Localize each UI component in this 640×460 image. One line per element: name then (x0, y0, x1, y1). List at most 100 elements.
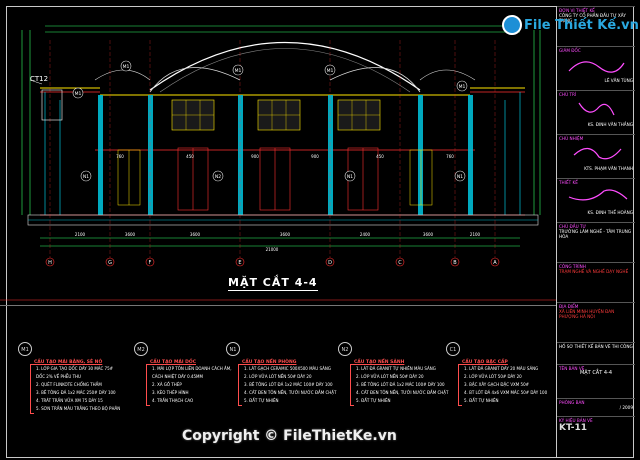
grid-axis-bubble (45, 257, 55, 267)
dimension-label: 3600 (423, 232, 434, 237)
dimension-label: 2100 (470, 232, 481, 237)
grid-axis-bubble (235, 257, 245, 267)
dimension-label: 3600 (280, 232, 291, 237)
spec-line: DỐC 2% VỀ PHỄU THU (36, 374, 81, 379)
spec-line: 1. MÁI LỢP TÔN LIÊN DOANH CÁCH ÂM, (152, 366, 232, 371)
material-tag-label: N1 (457, 174, 463, 180)
grid-axis-bubble (450, 257, 460, 267)
material-tag-bubble (456, 80, 468, 92)
spec-line: 4. BT LÓT ĐÁ 4x6 VXM MÁC 50# DÀY 100 (464, 390, 548, 395)
material-tag-bubble (324, 64, 336, 76)
grid-axis-label: H (48, 260, 52, 266)
spec-line: 2. XÀ GỒ THÉP (152, 382, 182, 387)
grid-axis-bubble (490, 257, 500, 267)
grid-axis-bubble (395, 257, 405, 267)
opening-dimension-label: 900 (311, 154, 319, 159)
spec-bracket (146, 364, 150, 406)
material-tag-bubble (212, 170, 224, 182)
opening-dimension-label: 900 (251, 154, 259, 159)
spec-line: 1. LÁT ĐÁ GRANIT TỰ NHIÊN MÀU SÁNG (356, 366, 436, 371)
spec-tag-bubble: M1 (18, 342, 32, 356)
spec-tag-bubble: N2 (338, 342, 352, 356)
spec-bracket (458, 364, 462, 406)
grid-axis-label: D (328, 260, 332, 266)
spec-heading: CẤU TẠO NỀN PHÒNG (242, 360, 297, 365)
material-tag-label: N2 (215, 174, 221, 180)
tb-stage: HỒ SƠ THIẾT KẾ BẢN VẼ THI CÔNG (557, 342, 635, 364)
spec-tag-bubble: M2 (134, 342, 148, 356)
opening-dimension-label: 760 (116, 154, 124, 159)
grid-axis-label: E (238, 260, 241, 266)
spec-line: 2. LỚP VỮA LÓT 50# DÀY 20 (464, 374, 522, 379)
grid-axis-bubble (105, 257, 115, 267)
spec-line: 3. BẬC XÂY GẠCH ĐẶC VXM 50# (464, 382, 529, 387)
drawing-frame (6, 6, 634, 458)
material-tag-bubble (344, 170, 356, 182)
opening-dimension-label: 450 (186, 154, 194, 159)
spec-line: 5. ĐẤT TỰ NHIÊN (244, 398, 279, 403)
material-tag-label: N1 (347, 174, 353, 180)
material-tag-label: M1 (75, 91, 82, 97)
spec-line: 3. KÈO THÉP HÌNH (152, 390, 189, 395)
dimension-label: 2400 (360, 232, 371, 237)
ct12-callout-label: CT12 (30, 75, 49, 83)
ct12-callout-box (41, 89, 63, 121)
opening-dimension-label: 450 (376, 154, 384, 159)
grid-axis-label: B (453, 260, 457, 266)
tb-date: PHÒNG BAN/ 2009 (557, 398, 635, 416)
grid-axis-label: C (398, 260, 402, 266)
grid-axis-label: A (493, 260, 497, 266)
spec-heading: CẤU TẠO MÁI DỐC (150, 360, 197, 365)
spec-tag-bubble: N1 (226, 342, 240, 356)
dimension-label: 3600 (125, 232, 136, 237)
site-logo[interactable]: File Thiết Kế.vn (498, 12, 639, 40)
spec-line: CÁCH NHIỆT DÀY 0.45MM (152, 374, 203, 379)
material-tag-bubble (120, 60, 132, 72)
spec-line: 2. LỚP VỮA LÓT NỀN 50# DÀY 20 (356, 374, 424, 379)
material-tag-label: M1 (327, 68, 334, 74)
spec-line: 1. LỚP GIA TẠO DỐC DÀY 30 MÁC 75# (36, 366, 113, 371)
spec-line: 4. CÁT ĐEN TÔN NỀN, TƯỚI NƯỚC ĐẦM CHẶT (356, 390, 449, 395)
spec-line: 4. TRÁT TRẦN VỮA XM 75 DÀY 15 (36, 398, 103, 403)
spec-bracket (238, 364, 242, 406)
spec-line: 1. LÁT ĐÁ GRANIT DÀY 20 MÀU SÁNG (464, 366, 539, 371)
spec-line: 5. SƠN TRẦN MÀU TRẮNG THEO BỘ PHÂN (36, 406, 121, 411)
spec-heading: CẤU TẠO BẬC CẤP (462, 360, 508, 365)
spec-line: 3. BÊ TÔNG LÓT ĐÁ 1x2 MÁC 100# DÀY 100 (356, 382, 445, 387)
grid-axis-bubble (145, 257, 155, 267)
material-tag-label: M1 (459, 84, 466, 90)
grid-axis-label: G (108, 260, 112, 266)
spec-line: 5. ĐẤT TỰ NHIÊN (464, 398, 499, 403)
spec-line: 5. ĐẤT TỰ NHIÊN (356, 398, 391, 403)
material-tag-bubble (72, 87, 84, 99)
spec-line: 4. TRẦN THẠCH CAO (152, 398, 194, 403)
spec-line: 1. LÁT GẠCH CERAMIC 500X500 MÀU SÁNG (244, 366, 331, 371)
spec-line: 2. QUÉT FLINKOTE CHỐNG THẤM (36, 382, 102, 387)
spec-bracket (350, 364, 354, 406)
spec-heading: CẤU TẠO NỀN SẢNH (354, 360, 405, 365)
dimension-label: 2100 (75, 232, 86, 237)
spec-line: 4. CÁT ĐEN TÔN NỀN, TƯỚI NƯỚC ĐẦM CHẶT (244, 390, 337, 395)
material-tag-label: N1 (83, 174, 89, 180)
spec-line: 2. LỚP VỮA LÓT NỀN 50# DÀY 20 (244, 374, 312, 379)
spec-line: 3. BÊ TÔNG ĐÁ 1x2 MÁC 250# DÀY 100 (36, 390, 116, 395)
section-title: MẶT CẮT 4-4 (228, 276, 318, 291)
grid-axis-label: F (149, 260, 152, 266)
material-tag-bubble (232, 64, 244, 76)
logo-text: File Thiết Kế.vn (524, 18, 639, 33)
dimension-label: 3600 (190, 232, 201, 237)
